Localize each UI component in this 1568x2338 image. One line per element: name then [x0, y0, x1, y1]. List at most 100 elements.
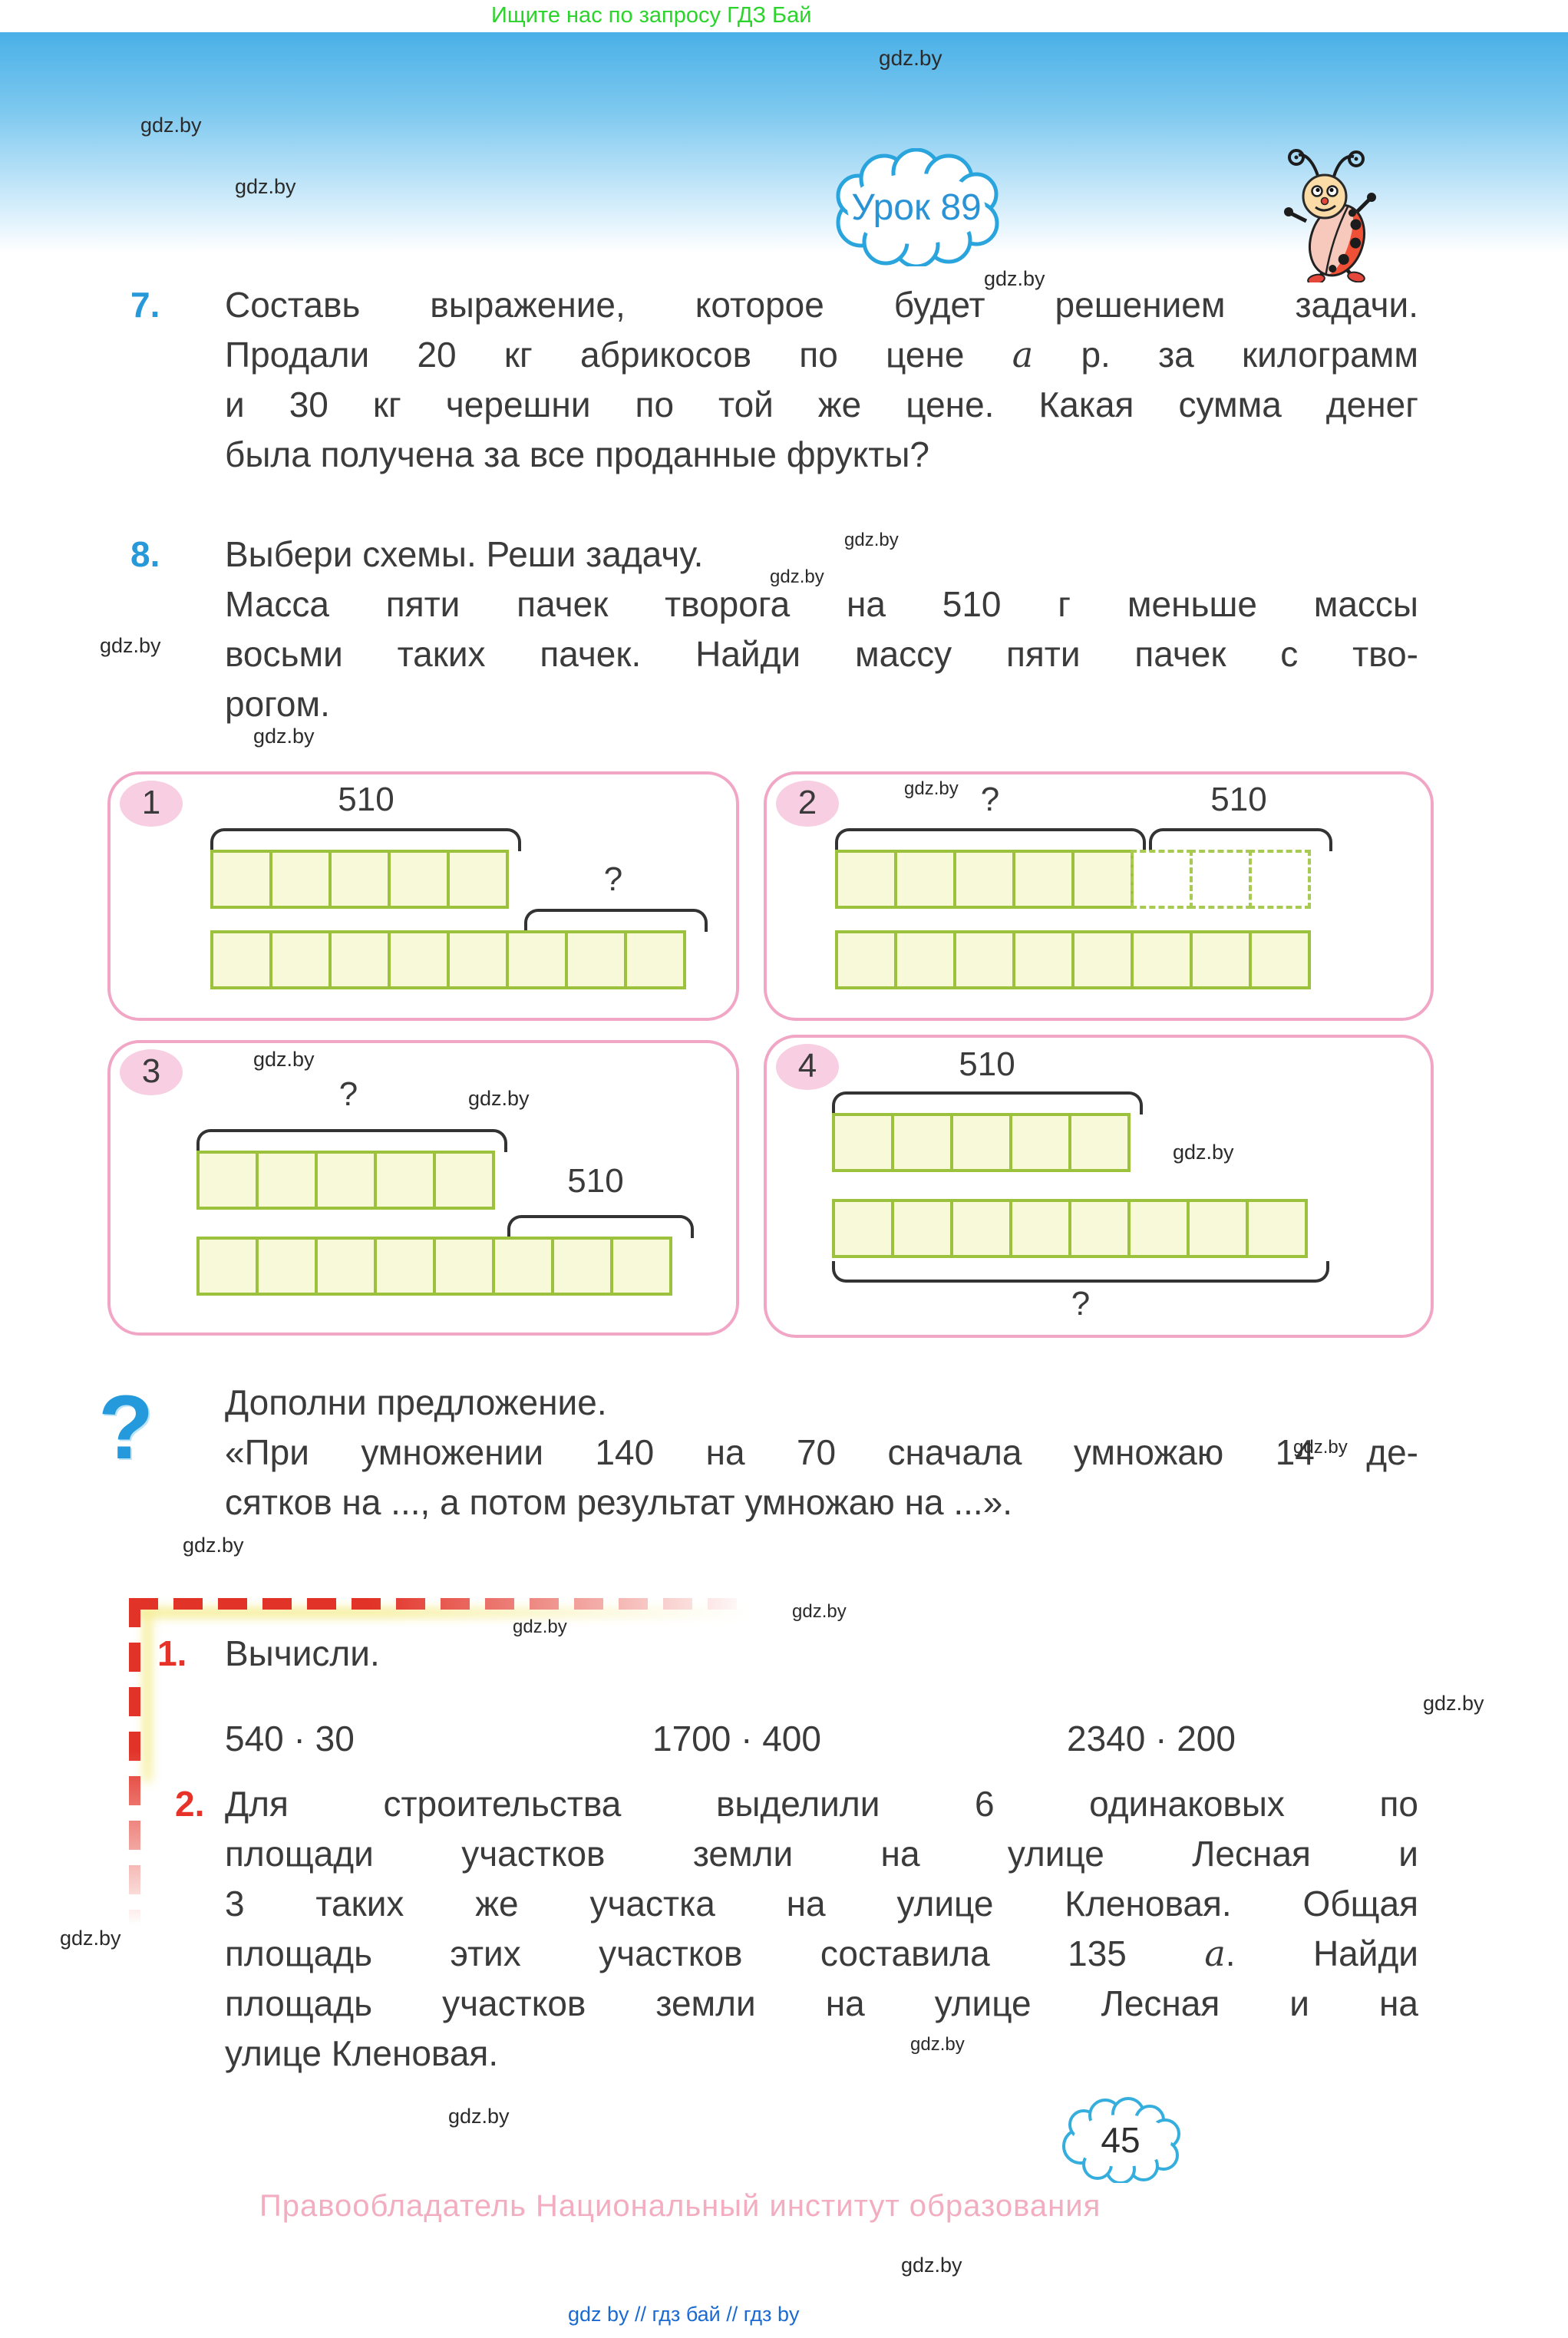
text-line: Продали 20 кг абрикосов по цене а р. за …: [225, 330, 1418, 380]
bar-cell: [891, 1199, 953, 1258]
schema-2-bottom-bar: [835, 930, 1311, 989]
schema-3-bottom-bar: [196, 1237, 672, 1296]
problem8-number: 8.: [130, 534, 160, 574]
schema-1-sum-label: 510: [338, 781, 394, 818]
watermark: gdz.by: [253, 725, 315, 748]
text-line: улице Кленовая.: [225, 2033, 499, 2073]
bar-cell: [269, 850, 332, 909]
page-number: 45: [1101, 2120, 1141, 2160]
bar-cell: [1187, 1199, 1249, 1258]
schema-3-q-label: ?: [338, 1075, 358, 1113]
schema-card-1: 1 510 ?: [107, 771, 739, 1021]
variable-letter: а: [1012, 334, 1034, 375]
bar-cell: [433, 1151, 495, 1210]
bar-cell: [624, 930, 686, 989]
variable-letter: а: [1204, 1933, 1226, 1974]
text-line: Масса пяти пачек творога на 510 г меньше…: [225, 584, 1418, 624]
schema-card-4: 4 510 ?: [764, 1035, 1434, 1338]
cloud-shape-icon: [1062, 2097, 1180, 2183]
bar-cell-dashed: [1249, 850, 1311, 909]
watermark: gdz.by: [910, 2034, 965, 2055]
bar-cell: [374, 1151, 436, 1210]
bar-cell: [891, 1113, 953, 1172]
footer-links[interactable]: gdz by // гдз бай // гдз by: [568, 2303, 800, 2326]
bar-cell: [388, 850, 450, 909]
bar-cell: [210, 850, 272, 909]
cloud-shape-icon: [836, 148, 999, 266]
bar-cell: [328, 850, 391, 909]
homework2-text: Для строительства выделили 6 одинаковых …: [225, 1779, 1418, 2079]
bar-cell: [1249, 930, 1311, 989]
problem7-number: 7.: [130, 285, 160, 325]
schema-4-top-bar: [832, 1113, 1131, 1172]
question-mark-icon: ?: [98, 1377, 154, 1478]
copyright-text: Правообладатель Национальный институт об…: [259, 2189, 1101, 2223]
text-line: сятков на ..., а потом результат умножаю…: [225, 1482, 1013, 1522]
text-line: восьми таких пачек. Найди массу пяти пач…: [225, 634, 1418, 674]
bar-cell: [1012, 850, 1074, 909]
bar-cell: [1009, 1113, 1071, 1172]
schema-2-q-label: ?: [980, 781, 1000, 818]
bar-cell: [832, 1113, 894, 1172]
schema-2-sum-brace: [1149, 828, 1332, 851]
bar-cell: [953, 930, 1015, 989]
schema-3-badge: 3: [120, 1049, 183, 1095]
problem7-text: Составь выражение, которое будет решение…: [225, 280, 1418, 480]
bar-cell: [196, 1237, 259, 1296]
schema-4-badge: 4: [776, 1044, 839, 1090]
homework1-number: 1.: [157, 1633, 187, 1673]
expression-3: 2340 · 200: [1067, 1719, 1236, 1758]
bar-cell: [374, 1237, 436, 1296]
schema-4-total-brace: [832, 1261, 1329, 1283]
bar-cell-dashed: [1131, 850, 1193, 909]
text-line: Выбери схемы. Реши задачу.: [225, 534, 704, 574]
text-segment: . Найди: [1225, 1933, 1418, 1973]
top-band: Ищите нас по запросу ГДЗ Бай: [0, 0, 1568, 32]
watermark: gdz.by: [183, 1534, 244, 1557]
watermark: gdz.by: [513, 1616, 567, 1637]
bar-cell: [1068, 1199, 1131, 1258]
bar-cell: [196, 1151, 259, 1210]
question-block-text: Дополни предложение.«При умножении 140 н…: [225, 1378, 1418, 1527]
text-line: и 30 кг черешни по той же цене. Какая су…: [225, 385, 1418, 424]
watermark: gdz.by: [901, 2254, 962, 2277]
bar-cell: [315, 1151, 377, 1210]
text-segment: р. за килограмм: [1033, 335, 1418, 375]
text-line: была получена за все проданные фрукты?: [225, 434, 929, 474]
text-line: площади участков земли на улице Лесная и: [225, 1834, 1418, 1874]
bar-cell: [328, 930, 391, 989]
bar-cell: [433, 1237, 495, 1296]
watermark: gdz.by: [844, 530, 899, 550]
schema-3-top-brace: [196, 1129, 507, 1152]
watermark: gdz.by: [984, 267, 1045, 290]
schema-2-sum-label: 510: [1210, 781, 1267, 818]
schema-2-badge: 2: [776, 781, 839, 827]
dashed-frame-fade-horizontal: [129, 1592, 889, 1633]
schema-4-top-brace: [832, 1091, 1143, 1115]
text-line: 3 таких же участка на улице Кленовая. Об…: [225, 1884, 1418, 1924]
ladybug-illustration: [1284, 149, 1376, 282]
expression-2: 1700 · 400: [652, 1719, 821, 1758]
watermark: gdz.by: [100, 634, 161, 657]
text-line: Составь выражение, которое будет решение…: [225, 285, 1418, 325]
bar-cell: [1068, 1113, 1131, 1172]
schema-1-top-bar: [210, 850, 509, 909]
bar-cell: [1190, 930, 1252, 989]
schema-4-bottom-bar: [832, 1199, 1308, 1258]
bar-cell: [210, 930, 272, 989]
bar-cell: [1071, 850, 1134, 909]
schema-1-badge: 1: [120, 781, 183, 827]
bar-cell: [388, 930, 450, 989]
bar-cell: [894, 850, 956, 909]
schema-1-q-label: ?: [603, 860, 623, 898]
problem8-text: Выбери схемы. Реши задачу. Масса пяти пач…: [225, 530, 1418, 729]
bar-cell: [610, 1237, 672, 1296]
watermark: gdz.by: [770, 566, 824, 587]
watermark: gdz.by: [1173, 1141, 1234, 1164]
bar-cell: [256, 1237, 318, 1296]
schema-3-diff-brace: [507, 1215, 694, 1238]
bar-cell: [894, 930, 956, 989]
text-line: Для строительства выделили 6 одинаковых …: [225, 1784, 1418, 1824]
watermark: gdz.by: [235, 175, 296, 198]
